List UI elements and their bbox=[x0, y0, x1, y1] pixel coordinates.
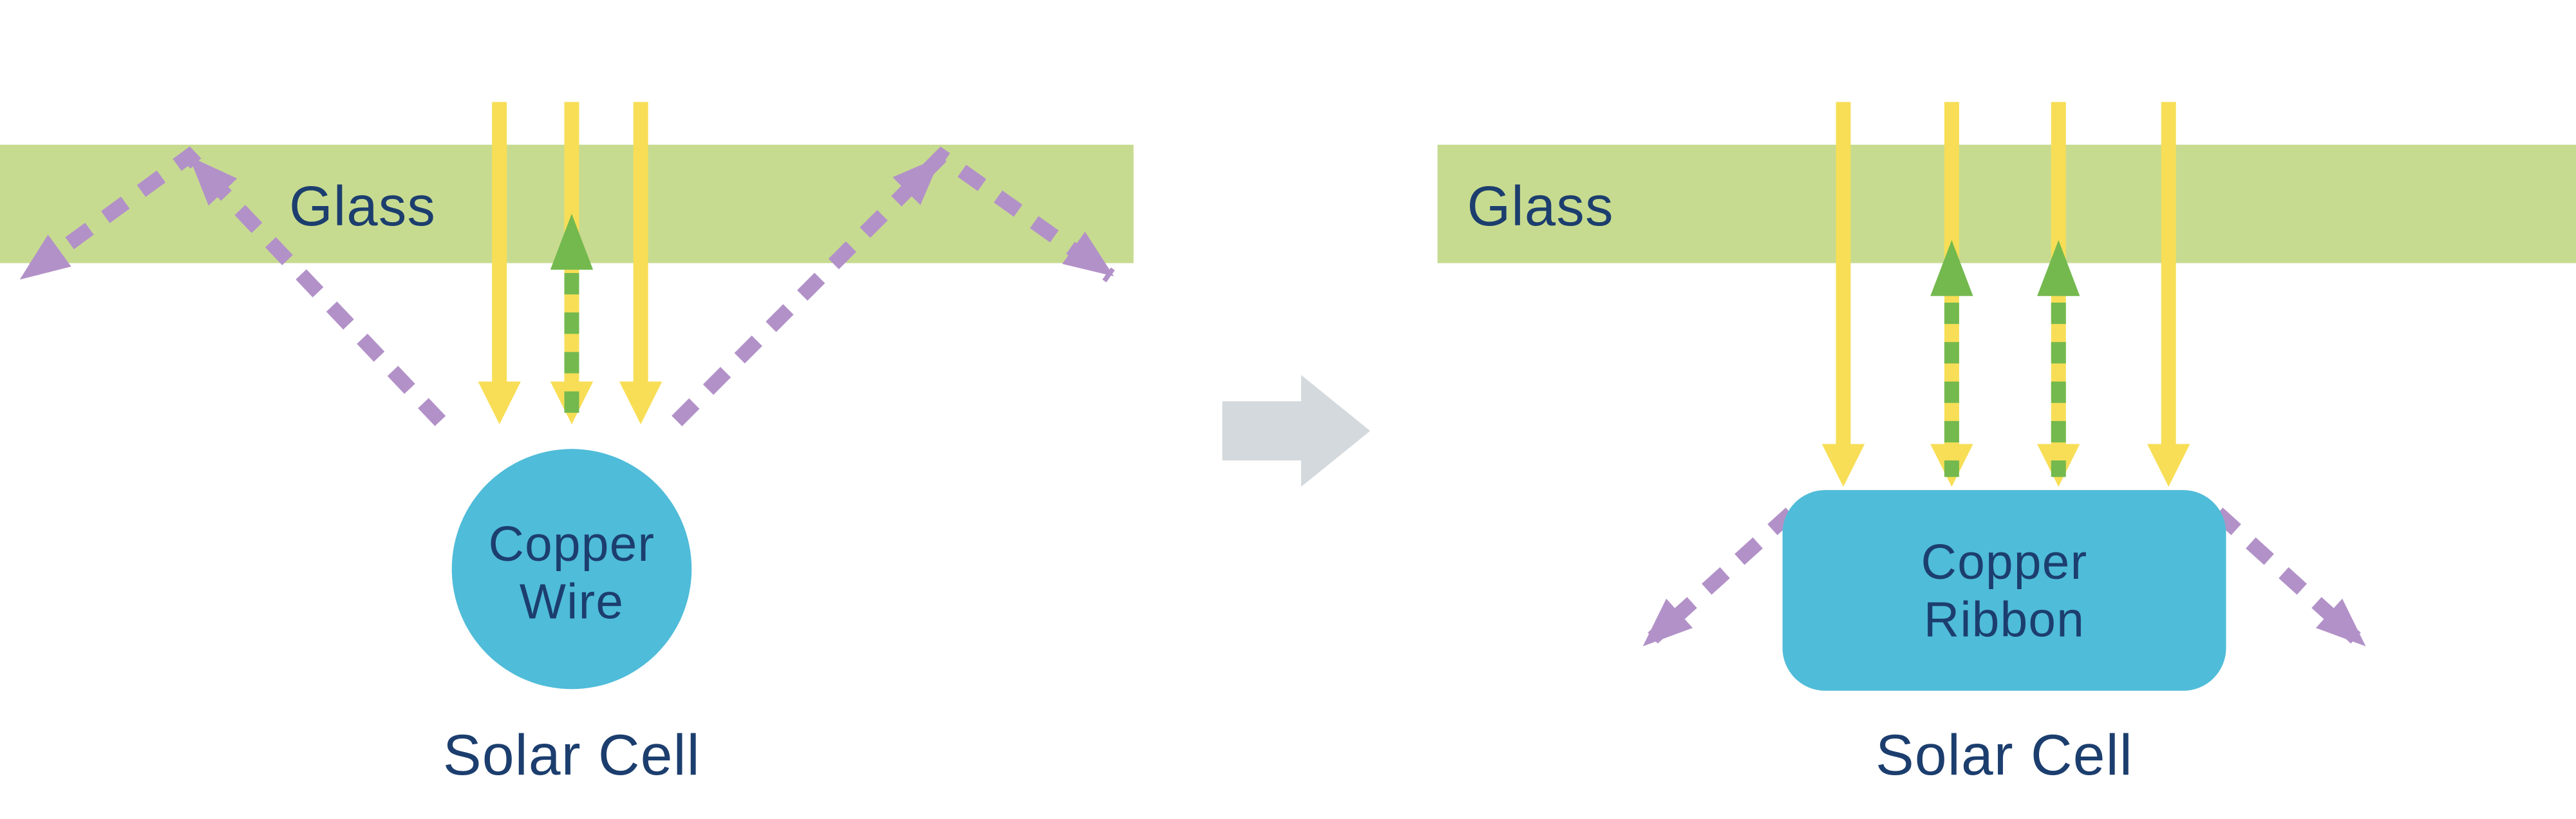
glass-label: Glass bbox=[1467, 175, 1614, 238]
scattered-ray-arrowhead-icon bbox=[2316, 598, 2366, 646]
glass-layer bbox=[1437, 144, 2576, 263]
reflected-ray-arrowhead-icon bbox=[2037, 240, 2080, 296]
scattered-light-rays bbox=[15, 146, 1115, 427]
sunlight-arrow-icon bbox=[619, 102, 663, 424]
scattered-ray-arrowhead-icon bbox=[1642, 598, 1693, 646]
copper-wire-label-line2: Wire bbox=[520, 574, 624, 629]
left-panel: Glass Copper Wire Solar Cell bbox=[0, 102, 1134, 787]
solar-cell-label: Solar Cell bbox=[1876, 722, 2133, 787]
reflected-ray-arrowhead-icon bbox=[1930, 240, 1973, 296]
sunlight-arrow-icon bbox=[2147, 102, 2190, 487]
scattered-ray-path bbox=[672, 146, 1115, 427]
copper-ribbon-label-line1: Copper bbox=[1921, 535, 2088, 590]
reflected-light-arrow bbox=[550, 214, 594, 415]
transform-arrow-icon bbox=[1222, 375, 1371, 487]
glass-label: Glass bbox=[289, 175, 436, 238]
copper-wire-label-line1: Copper bbox=[489, 517, 655, 572]
scattered-light-rays bbox=[1642, 507, 2366, 646]
reflected-light-arrows bbox=[1930, 240, 2080, 477]
scattered-ray-arrowhead-icon bbox=[892, 156, 942, 205]
solar-cell-label: Solar Cell bbox=[443, 722, 700, 787]
reflected-ray-arrowhead-icon bbox=[550, 214, 594, 270]
copper-wire bbox=[451, 449, 692, 690]
scattered-ray-arrowhead-icon bbox=[189, 156, 238, 206]
scattered-ray-arrowhead-icon bbox=[1062, 231, 1114, 277]
scattered-ray-arrowhead-icon bbox=[19, 234, 71, 280]
sunlight-arrow-icon bbox=[1821, 102, 1865, 487]
copper-ribbon-label-line2: Ribbon bbox=[1924, 592, 2085, 647]
sunlight-arrow-icon bbox=[478, 102, 521, 424]
copper-ribbon bbox=[1782, 490, 2226, 691]
scattered-ray-path bbox=[15, 146, 446, 426]
right-panel: Glass Copper Ribbon Solar Cell bbox=[1437, 102, 2576, 787]
